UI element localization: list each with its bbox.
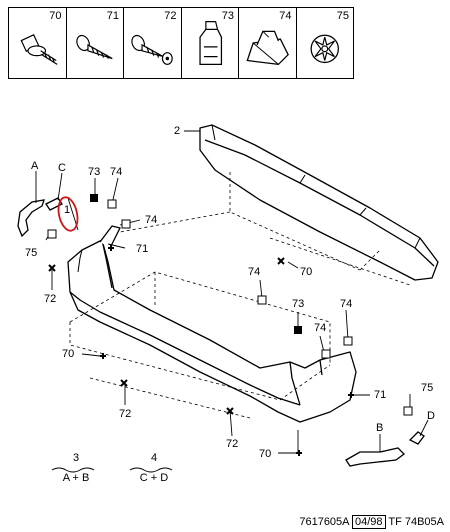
screw-washer-marker xyxy=(226,407,234,415)
clip-icon xyxy=(198,21,222,66)
diagram-reference: 7617605A 04/98 TF 74B05A xyxy=(299,515,444,529)
legend-number: 74 xyxy=(279,10,292,22)
callout-74: 74 xyxy=(314,322,327,334)
callout-72: 72 xyxy=(226,438,239,450)
kit-number: 4 xyxy=(150,452,158,464)
callout-74: 74 xyxy=(340,298,353,310)
push-nut-icon xyxy=(246,30,289,66)
push-nut-marker xyxy=(257,295,267,305)
callout-70: 70 xyxy=(259,448,272,460)
kit-note-4: 4 C + D xyxy=(124,452,184,484)
trim-d xyxy=(408,431,425,445)
fastener-markers xyxy=(47,194,413,456)
screw-marker xyxy=(108,245,114,251)
screw-marker xyxy=(348,392,354,398)
fastener-legend: 70 71 72 73 74 xyxy=(8,7,354,79)
legend-number: 73 xyxy=(221,10,234,22)
legend-cell-74: 74 xyxy=(239,8,297,78)
callout-b: B xyxy=(376,422,384,434)
star-washer-icon xyxy=(310,34,339,64)
star-washer-marker xyxy=(47,229,57,239)
kit-note-3: 3 A + B xyxy=(46,452,106,484)
legend-cell-73: 73 xyxy=(182,8,239,78)
screw-washer-marker xyxy=(120,379,128,387)
reference-number: 7617605A xyxy=(299,516,349,528)
screw-with-washer-icon xyxy=(131,34,173,65)
bolt-with-washer-icon xyxy=(20,34,58,65)
legend-cell-72: 72 xyxy=(124,8,182,78)
reinforcement-bar xyxy=(199,124,439,281)
kit-number: 3 xyxy=(72,452,80,464)
callout-74: 74 xyxy=(110,166,123,178)
callout-72: 72 xyxy=(44,293,57,305)
bolt-marker xyxy=(296,450,302,456)
reference-date: 04/98 xyxy=(351,515,386,529)
callout-74: 74 xyxy=(248,266,261,278)
callout-74: 74 xyxy=(145,214,158,226)
star-washer-marker xyxy=(403,406,413,416)
bumper-cover xyxy=(67,225,357,423)
screw-washer-marker xyxy=(48,264,56,272)
legend-number: 71 xyxy=(106,10,119,22)
kit-parts: C + D xyxy=(139,472,169,484)
callout-70: 70 xyxy=(62,348,75,360)
screw-icon xyxy=(75,34,113,60)
reference-code: TF 74B05A xyxy=(388,516,444,528)
legend-number: 75 xyxy=(336,10,349,22)
kit-parts: A + B xyxy=(62,472,90,484)
legend-cell-70: 70 xyxy=(9,8,67,78)
callout-72: 72 xyxy=(119,408,132,420)
callout-c: C xyxy=(58,162,66,174)
clip-marker xyxy=(294,326,302,334)
clip-marker xyxy=(90,194,98,202)
push-nut-marker xyxy=(121,219,131,229)
callout-70: 70 xyxy=(300,266,313,278)
push-nut-marker xyxy=(321,349,331,359)
trim-b xyxy=(345,447,405,467)
bolt-marker xyxy=(277,257,285,265)
legend-cell-75: 75 xyxy=(297,8,354,78)
note-waves xyxy=(51,467,173,473)
highlight-ring xyxy=(57,196,79,232)
assembly-guide-upper xyxy=(119,172,411,286)
callout-a: A xyxy=(31,160,39,172)
callout-73: 73 xyxy=(292,298,305,310)
callout-75: 75 xyxy=(25,247,38,259)
trim-c xyxy=(45,197,63,211)
push-nut-marker xyxy=(343,336,353,346)
callout-71: 71 xyxy=(136,243,149,255)
callout-part-2: 2 xyxy=(174,125,181,137)
side-trims xyxy=(17,197,425,467)
trim-a xyxy=(17,199,45,238)
legend-number: 72 xyxy=(164,10,177,22)
bolt-marker xyxy=(100,353,106,359)
legend-cell-71: 71 xyxy=(67,8,124,78)
callout-d: D xyxy=(427,410,435,422)
push-nut-marker xyxy=(107,199,117,209)
callout-part-1: 1 xyxy=(64,204,71,216)
legend-number: 70 xyxy=(49,10,62,22)
callout-75: 75 xyxy=(421,382,434,394)
callout-71: 71 xyxy=(374,389,387,401)
callout-73: 73 xyxy=(88,166,101,178)
